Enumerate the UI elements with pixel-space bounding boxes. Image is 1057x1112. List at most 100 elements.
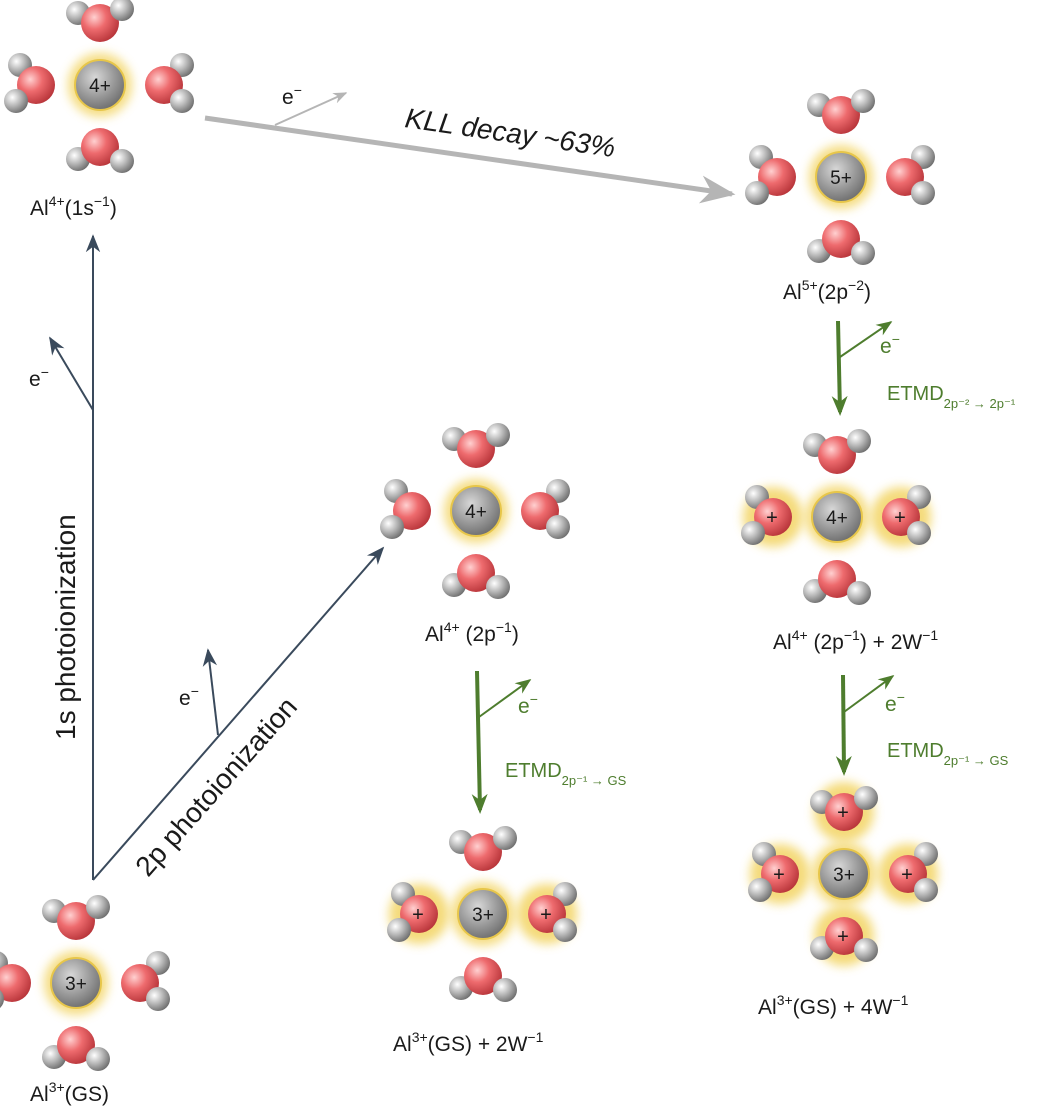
etmd-label-middle: ETMD2p⁻¹ → GS xyxy=(505,760,627,788)
oxygen-atom xyxy=(457,554,495,592)
hydrogen-atom xyxy=(851,89,875,113)
kll-decay-arrow xyxy=(204,115,736,204)
oxygen-atom xyxy=(825,793,863,831)
state-label-al3-gs: Al3+(GS) xyxy=(30,1079,109,1106)
water-molecule-right: + xyxy=(517,882,577,944)
oxygen-atom xyxy=(0,964,31,1002)
hydrogen-atom xyxy=(493,826,517,850)
hydrogen-atom xyxy=(387,918,411,942)
oxygen-atom xyxy=(81,128,119,166)
cluster-al4-1s: 4+ xyxy=(4,0,194,173)
oxygen-atom xyxy=(464,957,502,995)
hydrogen-atom xyxy=(493,978,517,1002)
etmd-label-right-top: ETMD2p⁻² → 2p⁻¹ xyxy=(887,383,1016,411)
etmd-arrow-right-top xyxy=(831,320,848,416)
etmd-arrow-right-bottom xyxy=(835,674,852,776)
water-molecule-top xyxy=(42,895,110,940)
hydrogen-atom xyxy=(4,89,28,113)
ion-charge-label: + xyxy=(412,904,424,926)
hydrogen-atom xyxy=(486,575,510,599)
aluminium-core xyxy=(50,957,102,1009)
aluminium-core xyxy=(815,151,867,203)
water-molecule-right xyxy=(121,951,170,1011)
aluminium-core xyxy=(457,888,509,940)
hydrogen-atom xyxy=(110,0,134,21)
aluminium-core xyxy=(818,848,870,900)
cluster-al5-2p2: 5+ xyxy=(745,89,935,265)
aluminium-core xyxy=(74,59,126,111)
oxygen-atom xyxy=(457,430,495,468)
water-molecule-left xyxy=(4,53,55,113)
hydrogen-atom xyxy=(741,521,765,545)
photoionization-1s-label: 1s photoionization xyxy=(50,514,81,740)
oxygen-atom xyxy=(818,436,856,474)
photoionization-2p-electron-arrow xyxy=(202,648,219,736)
hydrogen-atom xyxy=(110,149,134,173)
water-molecule-left: + xyxy=(387,882,449,944)
hydrogen-atom xyxy=(86,895,110,919)
kll-decay-label: KLL decay ~63% xyxy=(403,102,617,163)
water-molecule-top xyxy=(442,423,510,468)
kll-electron-arrow xyxy=(274,92,348,126)
oxygen-atom xyxy=(393,492,431,530)
ion-charge-label: + xyxy=(837,926,849,948)
hydrogen-atom xyxy=(170,89,194,113)
hydrogen-atom xyxy=(86,1047,110,1071)
cluster-al3-gs: 3+ xyxy=(0,895,170,1071)
water-molecule-right: + xyxy=(871,485,931,547)
water-molecule-right xyxy=(886,145,935,205)
state-label-al4-2p1-2w: Al4+ (2p−1) + 2W−1 xyxy=(773,627,938,654)
state-label-al4-2p1: Al4+ (2p−1) xyxy=(425,619,519,646)
oxygen-atom xyxy=(464,833,502,871)
state-label-al3-gs-2w: Al3+(GS) + 2W−1 xyxy=(393,1029,544,1056)
etmd-electron-arrow-middle xyxy=(478,679,532,718)
water-molecule-bottom xyxy=(442,554,510,599)
electron-label-etmd-right-bottom: e− xyxy=(885,689,905,716)
electron-label-2p: e− xyxy=(179,683,199,710)
hydrogen-atom xyxy=(914,878,938,902)
oxygen-atom xyxy=(758,158,796,196)
oxygen-atom xyxy=(17,66,55,104)
hydrogen-atom xyxy=(553,918,577,942)
oxygen-atom xyxy=(825,917,863,955)
electron-label-etmd-middle: e− xyxy=(518,691,538,718)
water-molecule-top xyxy=(66,0,134,42)
ion-charge-label: + xyxy=(540,904,552,926)
cluster-al3-gs-2w: ++3+ xyxy=(387,826,577,1002)
oxygen-atom xyxy=(57,902,95,940)
water-molecule-left: + xyxy=(748,842,810,904)
state-label-al4-1s: Al4+(1s−1) xyxy=(30,193,117,220)
hydrogen-atom xyxy=(851,241,875,265)
oxygen-atom xyxy=(818,560,856,598)
hydrogen-atom xyxy=(854,938,878,962)
water-molecule-right xyxy=(521,479,570,539)
water-molecule-bottom xyxy=(803,560,871,605)
hydrogen-atom xyxy=(854,786,878,810)
hydrogen-atom xyxy=(546,515,570,539)
water-molecule-top xyxy=(803,429,871,474)
etmd-label-right-bottom: ETMD2p⁻¹ → GS xyxy=(887,740,1009,768)
hydrogen-atom xyxy=(146,987,170,1011)
hydrogen-atom xyxy=(748,878,772,902)
ion-charge-label: + xyxy=(773,864,785,886)
water-molecule-top: + xyxy=(810,782,878,842)
electron-label-etmd-right-top: e− xyxy=(880,331,900,358)
ion-charge-label: + xyxy=(837,802,849,824)
core-charge-label: 4+ xyxy=(89,76,111,97)
clusters: 4+5+4+++4+++3+++++3+3+ xyxy=(0,0,938,1071)
ion-charge-label: + xyxy=(894,507,906,529)
hydrogen-atom xyxy=(847,581,871,605)
cluster-al4-2p1-2w: + +4+ xyxy=(741,429,931,605)
water-molecule-right xyxy=(145,53,194,113)
ion-charge-label: + xyxy=(766,507,778,529)
etmd-electron-arrow-right-top xyxy=(839,321,893,358)
water-molecule-left xyxy=(380,479,431,539)
etmd-electron-arrow-right-bottom xyxy=(843,675,895,713)
state-label-al3-gs-4w: Al3+(GS) + 4W−1 xyxy=(758,992,909,1019)
water-molecule-left xyxy=(745,145,796,205)
core-charge-label: 3+ xyxy=(65,974,87,995)
water-molecule-bottom xyxy=(66,128,134,173)
core-charge-label: 4+ xyxy=(826,508,848,529)
oxygen-atom xyxy=(400,895,438,933)
